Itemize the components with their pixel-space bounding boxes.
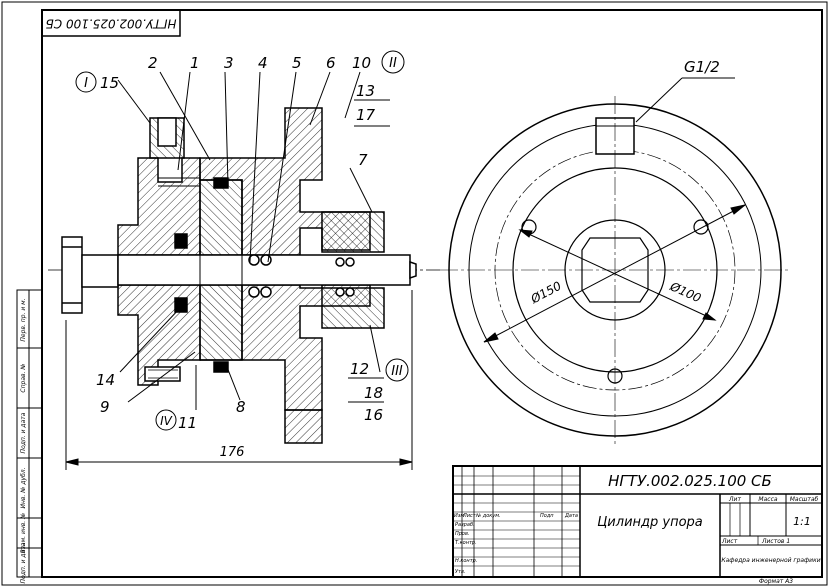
dimension-176-text: 176 xyxy=(220,445,245,460)
role-2: Пров. xyxy=(455,531,470,537)
lit-header: Лит xyxy=(728,496,741,503)
part-label-7: 7 xyxy=(358,151,368,169)
part-label-4: 4 xyxy=(258,54,268,72)
role-4: Н.контр. xyxy=(455,558,477,564)
section-view xyxy=(48,107,440,444)
roman-II: II xyxy=(389,56,397,71)
roman-IV: IV xyxy=(160,414,173,428)
part-label-17: 17 xyxy=(356,106,376,124)
side-label-5: Взам. инв. № xyxy=(20,513,27,554)
dimension-176 xyxy=(65,290,413,470)
dim-d100-text: Ø100 xyxy=(667,279,703,306)
sheets-text: Листов 1 xyxy=(761,538,790,545)
row-header-4: Подп xyxy=(540,513,554,519)
stamp-code-text: НГТУ.002.025.100 СБ xyxy=(46,17,177,31)
part-label-11: 11 xyxy=(178,414,197,432)
row-header-1: Изм xyxy=(454,513,464,519)
part-label-13: 13 xyxy=(356,82,375,100)
role-3: Т.контр. xyxy=(455,540,477,546)
side-label-6: Подп. и дата xyxy=(20,542,27,583)
part-label-6: 6 xyxy=(326,54,336,72)
title-text: Цилиндр упора xyxy=(597,515,703,530)
part-label-5: 5 xyxy=(292,54,302,72)
side-strip-labels: Перв. пр. и м. Справ. № Подп. и дата Инв… xyxy=(20,298,27,583)
roman-III: III xyxy=(391,364,403,379)
scale-header: Масштаб xyxy=(790,496,819,503)
mass-header: Масса xyxy=(758,496,777,503)
part-label-10: 10 xyxy=(352,54,371,72)
role-5: Утв. xyxy=(455,569,466,575)
format-text: Формат А3 xyxy=(759,578,793,585)
row-header-5: Дата xyxy=(564,513,578,519)
sheet-text: Лист xyxy=(721,538,738,545)
part-label-8: 8 xyxy=(236,398,246,416)
part-label-18: 18 xyxy=(364,384,383,402)
title-block xyxy=(452,465,823,578)
roman-marks: I II III IV xyxy=(75,50,409,431)
side-label-1: Перв. пр. и м. xyxy=(20,298,27,341)
title-block-text: НГТУ.002.025.100 СБ Цилиндр упора 1:1 Ли… xyxy=(454,472,821,585)
side-label-4: Инв. № дубл. xyxy=(20,467,27,508)
part-label-2: 2 xyxy=(148,54,158,72)
roman-I: I xyxy=(84,76,88,91)
part-label-14: 14 xyxy=(96,371,115,389)
org-text: Кафедра инженерной графики xyxy=(721,557,820,564)
part-labels: 2 1 3 4 5 6 10 15 13 17 7 12 18 16 8 14 … xyxy=(96,54,383,432)
leader-lines xyxy=(117,71,390,410)
row-header-3: № докум. xyxy=(475,513,501,519)
part-label-9: 9 xyxy=(100,398,110,416)
row-header-2: Лист xyxy=(462,513,477,519)
front-view xyxy=(440,77,790,445)
role-1: Разраб. xyxy=(455,522,475,528)
side-label-3: Подп. и дата xyxy=(20,412,27,453)
thread-label: G1/2 xyxy=(684,58,720,76)
designation-text: НГТУ.002.025.100 СБ xyxy=(608,472,772,490)
part-label-3: 3 xyxy=(224,54,234,72)
top-stamp: НГТУ.002.025.100 СБ xyxy=(41,9,181,37)
part-label-15: 15 xyxy=(100,74,119,92)
scale-text: 1:1 xyxy=(793,515,811,528)
part-label-12: 12 xyxy=(350,360,369,378)
side-label-2: Справ. № xyxy=(20,363,27,392)
part-label-1: 1 xyxy=(190,54,200,72)
side-strip xyxy=(16,289,43,578)
part-label-16: 16 xyxy=(364,406,383,424)
